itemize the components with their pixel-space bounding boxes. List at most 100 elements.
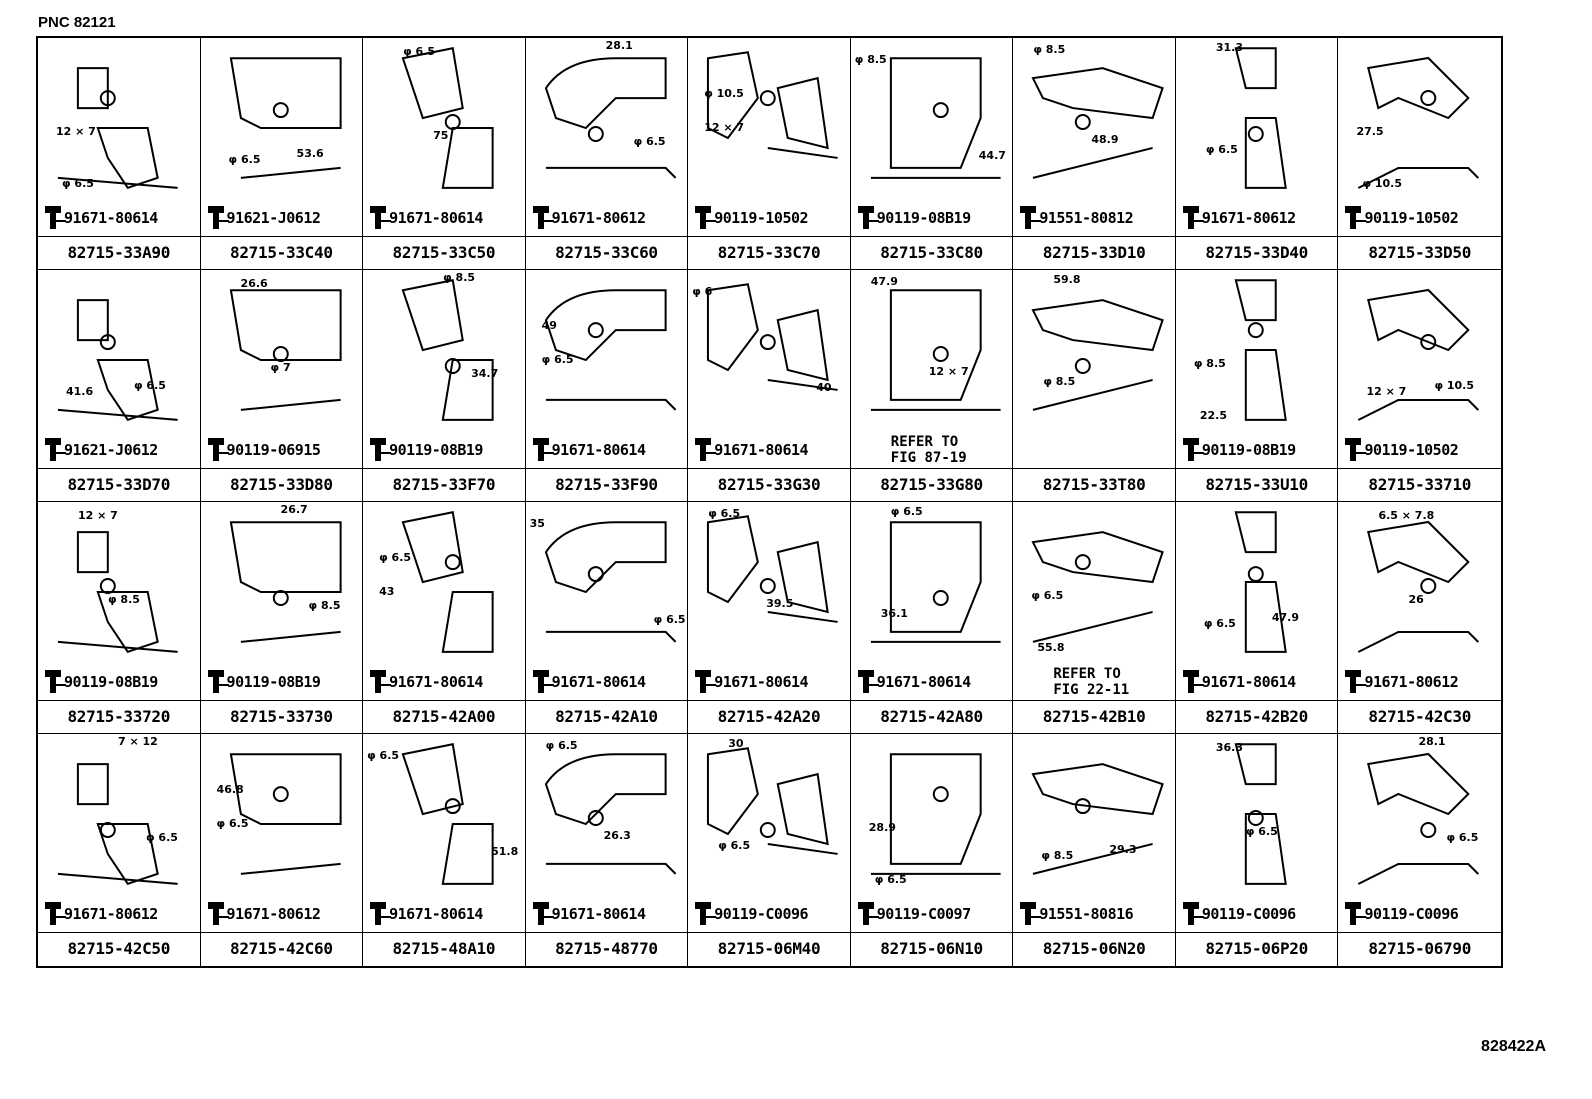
bolt-part-number[interactable]: 91671-80612 [64,905,158,923]
bolt-part-number[interactable]: 91551-80812 [1039,209,1134,227]
part-number[interactable]: 82715-48770 [525,932,688,965]
bolt-part-number[interactable]: 90119-10502 [1364,441,1459,459]
bolt-part-number[interactable]: 91671-80614 [714,673,809,691]
part-number[interactable]: 82715-42B20 [1175,700,1338,733]
part-number[interactable]: 82715-33F70 [363,468,525,501]
part-number[interactable]: 82715-33D40 [1175,236,1338,269]
bolt-part-number[interactable]: 91671-80614 [389,673,483,691]
bolt-part-number[interactable]: 91671-80612 [226,905,321,923]
part-number[interactable]: 82715-42A80 [850,700,1013,733]
bolt-part-number[interactable]: 90119-08B19 [876,209,971,227]
bolt-part-number[interactable]: 90119-10502 [714,209,809,227]
bolt-part-number[interactable]: 91671-80612 [1201,209,1296,227]
part-number[interactable]: 82715-42B10 [1013,700,1175,733]
part-number[interactable]: 82715-33G80 [850,468,1013,501]
part-number[interactable]: 82715-42A10 [525,700,688,733]
bolt-part-number[interactable]: 90119-08B19 [389,441,483,459]
bolt-part-number[interactable]: 91671-80614 [551,673,646,691]
part-number[interactable]: 82715-33A90 [38,236,200,269]
bolt-part-number[interactable]: 90119-C0096 [1201,905,1296,923]
bolt-part-number[interactable]: 91671-80612 [1364,673,1459,691]
part-number[interactable]: 82715-42A00 [363,700,525,733]
bolt-part-number[interactable]: 90119-08B19 [64,673,158,691]
part-number[interactable]: 82715-33G30 [688,468,850,501]
bolt-part-number[interactable]: 90119-06915 [226,441,321,459]
part-number[interactable]: 82715-06N10 [850,932,1013,965]
part-number[interactable]: 82715-33C70 [688,236,850,269]
part-number[interactable]: 82715-42C30 [1338,700,1501,733]
part-number[interactable]: 82715-33D50 [1338,236,1501,269]
bolt-part-number[interactable]: 90119-C0097 [876,905,971,923]
part-number[interactable]: 82715-33F90 [525,468,688,501]
bolt-part-number[interactable]: 91621-J0612 [64,441,158,459]
part-number[interactable]: 82715-33710 [1338,468,1501,501]
part-number[interactable]: 82715-33U10 [1175,468,1338,501]
part-number[interactable]: 82715-33C50 [363,236,525,269]
part-number[interactable]: 82715-33T80 [1013,468,1175,501]
part-number[interactable]: 82715-33D10 [1013,236,1175,269]
part-number[interactable]: 82715-33730 [200,700,363,733]
part-number[interactable]: 82715-42C50 [38,932,200,965]
part-number[interactable]: 82715-33D80 [200,468,363,501]
part-number[interactable]: 82715-33720 [38,700,200,733]
part-number[interactable]: 82715-33C80 [850,236,1013,269]
part-number[interactable]: 82715-33D70 [38,468,200,501]
bolt-part-number[interactable]: 91671-80614 [64,209,158,227]
bolt-part-number[interactable]: 90119-C0096 [1364,905,1459,923]
bolt-part-number[interactable]: 90119-08B19 [226,673,321,691]
bolt-part-number[interactable]: 91671-80614 [876,673,971,691]
bolt-part-number[interactable]: 91671-80614 [1201,673,1296,691]
bolt-part-number[interactable]: 91671-80614 [389,905,483,923]
part-number[interactable]: 82715-06M40 [688,932,850,965]
part-number[interactable]: 82715-48A10 [363,932,525,965]
bolt-part-number[interactable]: 91551-80816 [1039,905,1134,923]
part-number[interactable]: 82715-42C60 [200,932,363,965]
bolt-part-number[interactable]: 91671-80614 [551,905,646,923]
part-number[interactable]: 82715-06790 [1338,932,1501,965]
bolt-part-number[interactable]: 91621-J0612 [226,209,321,227]
part-number[interactable]: 82715-33C60 [525,236,688,269]
bolt-part-number[interactable]: 91671-80614 [714,441,809,459]
bolt-part-number[interactable]: 90119-08B19 [1201,441,1296,459]
bolt-part-number[interactable]: 91671-80614 [389,209,483,227]
part-number[interactable]: 82715-42A20 [688,700,850,733]
part-number[interactable]: 82715-33C40 [200,236,363,269]
bolt-part-number[interactable]: 91671-80612 [551,209,646,227]
part-number[interactable]: 82715-06N20 [1013,932,1175,965]
bolt-part-number[interactable]: 90119-C0096 [714,905,809,923]
